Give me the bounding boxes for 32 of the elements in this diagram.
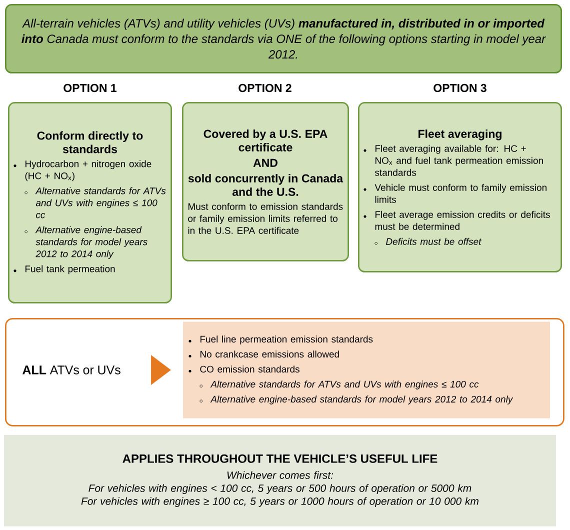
intro-text: All-terrain vehicles (ATVs) and utility vehicles (UVs) manufactured in, distributed in or imported into Canada must conform to the standards via ONE of the following options starting in model year 2012.	[22, 18, 546, 59]
sub-bullet-item: Alternative engine-based standards for model years 2012 to 2014 only	[35, 226, 148, 260]
sub-bullet-item: Deficits must be offset	[386, 238, 482, 245]
bullet-item: Fleet averaging available for: HC + NO$_{x}$ and fuel tank permeation emission standards	[374, 144, 543, 176]
bullet-item: Vehicle must conform to family emission limits	[374, 184, 546, 203]
box-title: sold concurrently in Canada and the U.S.	[188, 174, 344, 196]
category-label: ALL ATVs or UVs	[22, 366, 120, 374]
list-panel	[183, 322, 550, 418]
sub-bullet-item: Alternative standards for ATVs and UVs with engines ≤ 100 cc	[210, 380, 479, 390]
bullet-item: Fuel line permeation emission standards	[200, 336, 373, 344]
note-text: Whichever comes first:	[227, 471, 334, 479]
section-heading: APPLIES THROUGHOUT THE VEHICLE’S USEFUL LIFE	[122, 454, 438, 463]
body-text: Must conform to emission standards or family emission limits referred to in the U.S. EPA certificate	[188, 202, 343, 234]
option-heading: OPTION 1	[64, 84, 116, 92]
box-title: AND	[253, 158, 278, 167]
bullet-item: Hydrocarbon + nitrogen oxide (HC + NO$_{x}$)	[25, 160, 152, 182]
bullet-item: Fuel tank permeation	[25, 265, 115, 274]
sub-bullet-item: Alternative standards for ATVs and UVs with engines ≤ 100 cc	[35, 187, 166, 218]
note-text: For vehicles with engines < 100 cc, 5 years or 500 hours of operation or 5000 km	[88, 484, 472, 494]
box-title: Conform directly to standards	[37, 131, 143, 154]
note-panel	[4, 435, 556, 526]
bullet-item: CO emission standards	[200, 366, 300, 373]
note-text: For vehicles with engines ≥ 100 cc, 5 years or 1000 hours of operation or 10 000 km	[81, 497, 478, 507]
box-title: Covered by a U.S. EPA certificate	[204, 130, 328, 152]
bullet-item: No crankcase emissions allowed	[200, 350, 339, 358]
sub-bullet-item: Alternative engine-based standards for model years 2012 to 2014 only	[210, 396, 514, 404]
intro-box	[5, 4, 562, 74]
option-heading: OPTION 2	[238, 84, 292, 92]
bullet-item: Fleet average emission credits or deficits must be determined	[375, 210, 550, 230]
box-title: Fleet averaging	[418, 130, 502, 140]
option-heading: OPTION 3	[434, 84, 486, 92]
arrow	[150, 355, 171, 385]
